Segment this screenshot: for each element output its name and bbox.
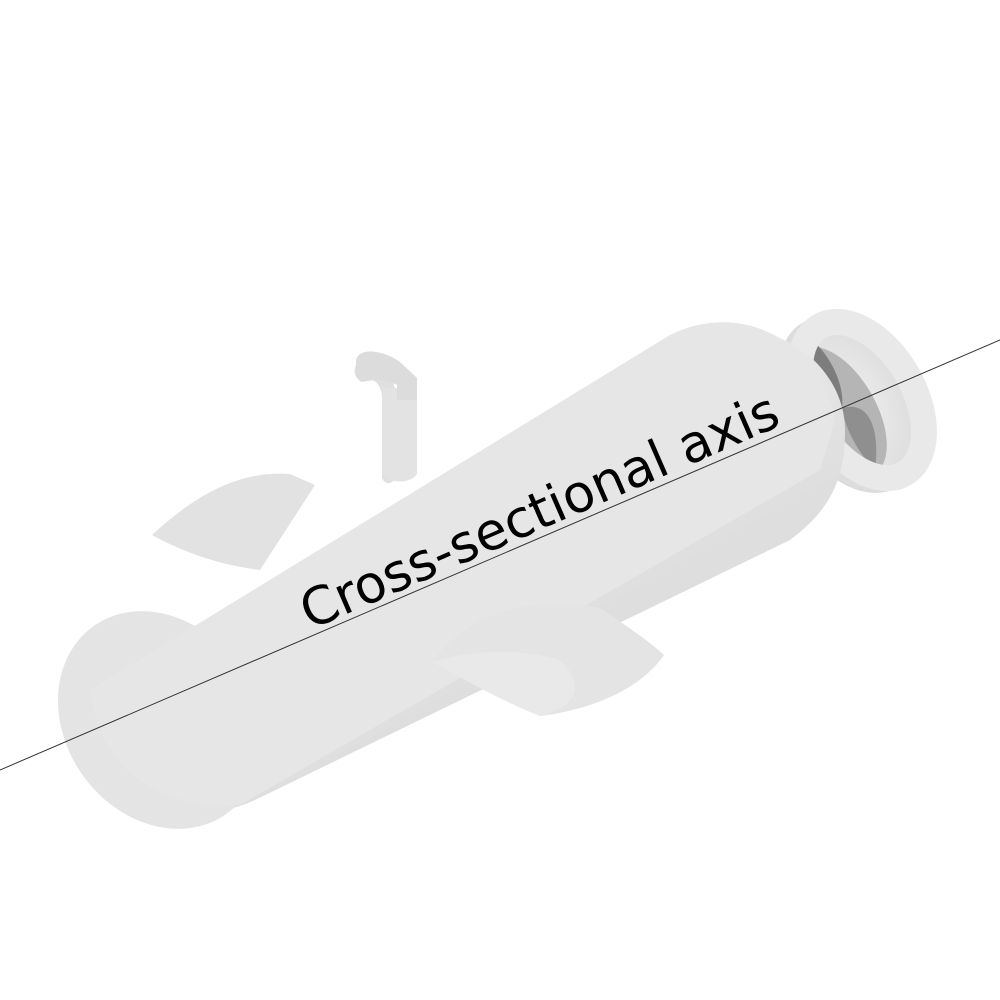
- front-fin-shadow: [432, 651, 575, 716]
- periscope-shaft: [383, 388, 417, 482]
- periscope-head: [355, 351, 417, 400]
- rear-fin: [152, 473, 315, 570]
- cross-sectional-axis-line: [0, 339, 1000, 771]
- propeller-blade: [842, 406, 877, 470]
- hull-body: [90, 322, 835, 806]
